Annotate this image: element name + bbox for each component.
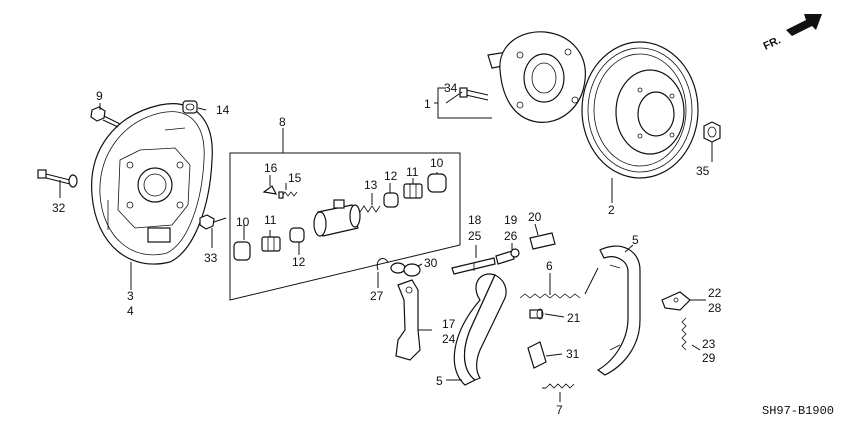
callout-11-right: 11 <box>406 165 419 179</box>
callout-11-left: 11 <box>264 213 277 227</box>
cap-16[interactable] <box>262 185 278 195</box>
callout-34: 34 <box>444 81 458 95</box>
callout-27: 27 <box>370 289 384 303</box>
brake-drum[interactable] <box>581 41 699 179</box>
adjuster-19[interactable] <box>495 248 520 265</box>
callout-30: 30 <box>424 256 438 270</box>
bolt-32[interactable] <box>37 169 78 188</box>
callout-14: 14 <box>216 103 230 117</box>
callout-3: 3 <box>127 289 134 303</box>
callout-12-right: 12 <box>384 169 398 183</box>
callout-17: 17 <box>442 317 456 331</box>
callout-13: 13 <box>364 178 378 192</box>
cup-10-left[interactable] <box>233 241 251 261</box>
grommet-14[interactable] <box>182 100 198 114</box>
bolt-9[interactable] <box>90 106 121 128</box>
callout-8: 8 <box>279 115 286 129</box>
adjuster-lever-22[interactable] <box>661 291 691 311</box>
callout-10-left: 10 <box>236 215 250 229</box>
callout-15: 15 <box>288 171 302 185</box>
strut-18[interactable] <box>451 257 496 275</box>
callout-12-left: 12 <box>292 255 306 269</box>
spring-7[interactable] <box>542 383 575 389</box>
hub-flange[interactable] <box>487 31 586 123</box>
spring-13[interactable] <box>359 205 381 213</box>
stud-34[interactable] <box>459 87 489 101</box>
cup-12-right[interactable] <box>383 192 399 208</box>
piston-11-right[interactable] <box>403 183 423 199</box>
callout-5-left: 5 <box>436 374 443 388</box>
cup-10-right[interactable] <box>427 173 447 193</box>
spring-23[interactable] <box>681 317 687 351</box>
callout-18: 18 <box>468 213 482 227</box>
callout-26: 26 <box>504 229 518 243</box>
leader-lines <box>59 87 713 402</box>
callout-2: 2 <box>608 203 615 217</box>
backing-plate[interactable] <box>91 103 213 265</box>
nut-35[interactable] <box>703 121 721 143</box>
callout-10-right: 10 <box>430 156 444 170</box>
callout-6: 6 <box>546 259 553 273</box>
callout-23: 23 <box>702 337 716 351</box>
front-arrow-icon <box>786 14 822 36</box>
callout-7: 7 <box>556 403 563 417</box>
retainer-31[interactable] <box>527 341 547 369</box>
callout-5-right: 5 <box>632 233 639 247</box>
callout-25: 25 <box>468 229 482 243</box>
callout-16: 16 <box>264 161 278 175</box>
wheel-cylinder-group <box>229 152 461 301</box>
callout-19: 19 <box>504 213 518 227</box>
bolt-33[interactable] <box>199 214 227 230</box>
callout-35: 35 <box>696 164 710 178</box>
callout-33: 33 <box>204 251 218 265</box>
bleeder-15[interactable] <box>278 191 298 199</box>
front-label: FR. <box>762 34 783 52</box>
cup-12-left[interactable] <box>289 227 305 243</box>
callout-24: 24 <box>442 332 456 346</box>
callout-9: 9 <box>96 89 103 103</box>
callout-22: 22 <box>708 286 722 300</box>
callout-1: 1 <box>424 97 431 111</box>
piston-11-left[interactable] <box>261 236 281 252</box>
pin-21[interactable] <box>529 308 544 320</box>
spring-6[interactable] <box>519 267 599 299</box>
callout-21: 21 <box>567 311 581 325</box>
adjuster-20[interactable] <box>529 232 556 250</box>
callout-20: 20 <box>528 210 542 224</box>
diagram-code: SH97-B1900 <box>762 404 834 418</box>
shoe-right[interactable] <box>596 245 641 376</box>
callout-29: 29 <box>702 351 716 365</box>
parking-lever-17[interactable] <box>395 279 421 361</box>
callout-32: 32 <box>52 201 66 215</box>
callout-31: 31 <box>566 347 580 361</box>
clip-27[interactable] <box>376 258 389 271</box>
shoe-left[interactable] <box>453 273 507 386</box>
callout-4: 4 <box>127 304 134 318</box>
washer-30[interactable] <box>390 262 421 277</box>
cylinder-body[interactable] <box>313 199 361 237</box>
callout-28: 28 <box>708 301 722 315</box>
